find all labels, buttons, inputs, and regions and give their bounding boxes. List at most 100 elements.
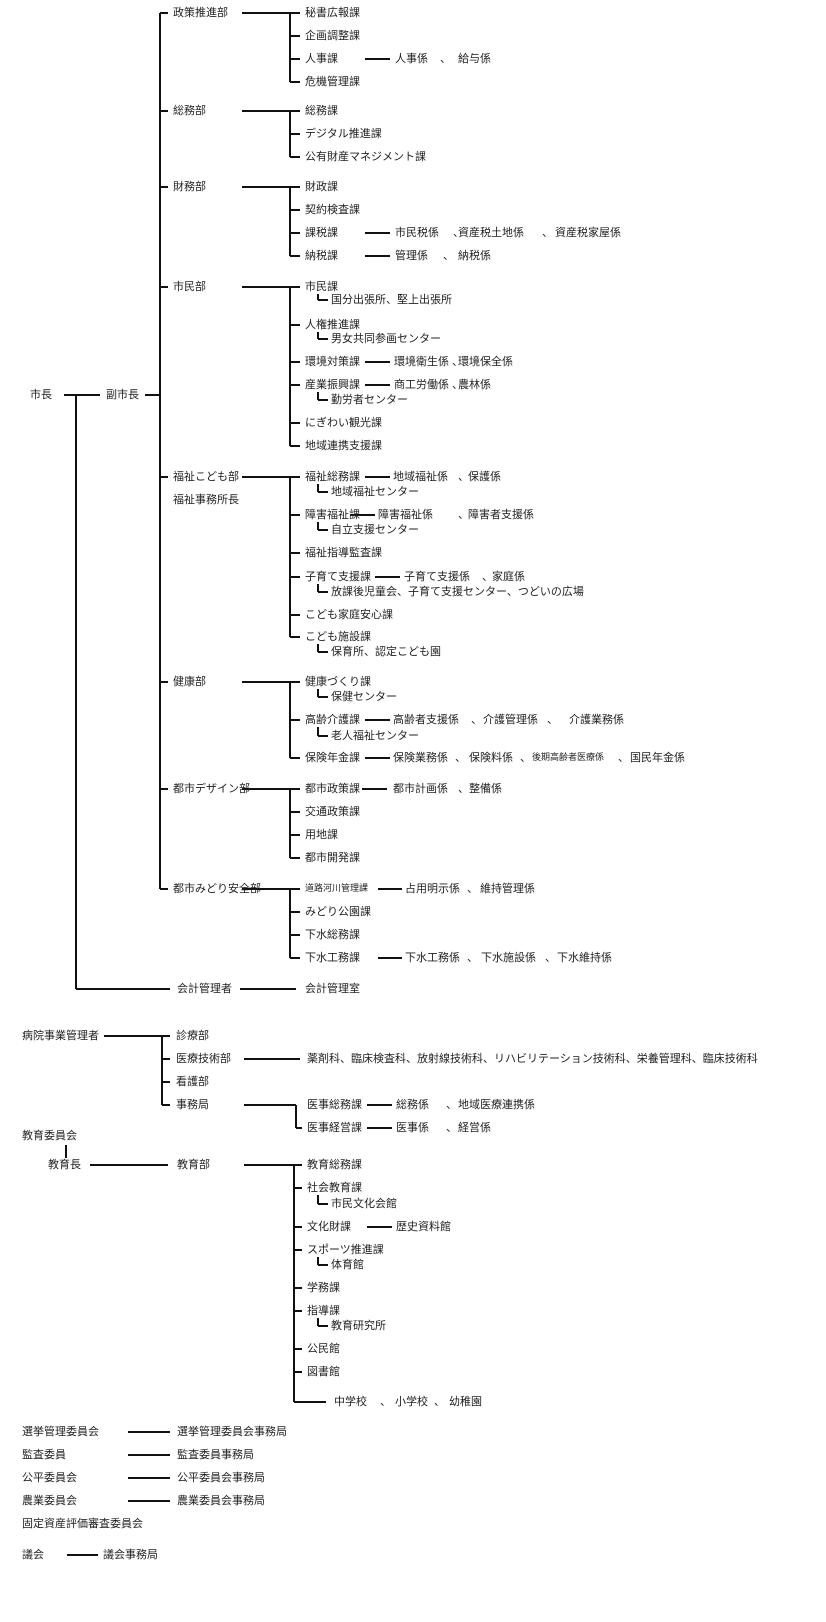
- facility-note: 国分出張所、堅上出張所: [331, 293, 452, 306]
- section-box: 環境対策課: [305, 355, 360, 368]
- mayor-box: 市長: [30, 388, 52, 401]
- department-box: 都市みどり安全部: [173, 882, 261, 895]
- education-facility: 教育研究所: [331, 1319, 386, 1332]
- education-section-box: スポーツ推進課: [307, 1243, 384, 1256]
- hospital-section-box: 医事総務課: [307, 1098, 362, 1111]
- unit-box: 都市計画係: [393, 782, 448, 795]
- facility-note: 勤労者センター: [331, 393, 408, 406]
- committee-box: 農業委員会: [22, 1494, 77, 1507]
- unit-separator: 、: [443, 249, 454, 262]
- unit-box: 介護管理係: [483, 713, 538, 726]
- section-box: みどり公園課: [305, 905, 371, 918]
- facility-note: 保健センター: [331, 690, 397, 703]
- committee-office-box: 農業委員会事務局: [177, 1494, 265, 1507]
- section-box: 用地課: [305, 828, 338, 841]
- section-box: 福祉総務課: [305, 470, 360, 483]
- unit-box: 地域医療連携係: [458, 1098, 535, 1111]
- unit-separator: 、: [440, 52, 451, 65]
- unit-separator: 、: [458, 782, 469, 795]
- unit-box: 医事係: [396, 1121, 429, 1134]
- assembly-box: 議会: [22, 1548, 44, 1561]
- unit-separator: 、: [471, 713, 482, 726]
- hospital-department-box: 診療部: [176, 1029, 209, 1042]
- section-box: 障害福祉課: [305, 508, 360, 521]
- education-section-box: 学務課: [307, 1281, 340, 1294]
- department-box: 総務部: [173, 104, 206, 117]
- unit-box: 障害者支援係: [468, 508, 534, 521]
- unit-separator: 、: [446, 1098, 457, 1111]
- school-box: 中学校: [334, 1395, 367, 1408]
- section-box: 人事課: [305, 52, 338, 65]
- department-box: 都市デザイン部: [173, 782, 250, 795]
- section-box: 都市開発課: [305, 851, 360, 864]
- unit-box: 高齢者支援係: [393, 713, 459, 726]
- section-box: にぎわい観光課: [305, 416, 382, 429]
- education-section-box: 図書館: [307, 1365, 340, 1378]
- unit-box: 後期高齢者医療係: [532, 753, 605, 763]
- superintendent-box: 教育長: [48, 1158, 81, 1171]
- unit-box: 商工労働係: [394, 378, 449, 391]
- section-box: 下水工務課: [305, 951, 360, 964]
- education-section-box: 指導課: [307, 1304, 340, 1317]
- committee-office-box: 公平委員会事務局: [177, 1471, 265, 1484]
- committee-office-box: 監査委員事務局: [177, 1448, 254, 1461]
- unit-box: 総務係: [396, 1098, 429, 1111]
- section-box: 秘書広報課: [305, 6, 360, 19]
- facility-note: 地域福祉センター: [331, 485, 419, 498]
- unit-separator: 、: [458, 470, 469, 483]
- unit-separator: 、: [434, 1395, 445, 1408]
- section-box: 納税課: [305, 249, 338, 262]
- unit-box: 国民年金係: [630, 751, 685, 764]
- hospital-department-box: 看護部: [176, 1075, 209, 1088]
- section-box: 課税課: [305, 226, 338, 239]
- facility-note: 男女共同参画センター: [331, 332, 441, 345]
- section-box: 契約検査課: [305, 203, 360, 216]
- section-box: 都市政策課: [305, 782, 360, 795]
- unit-box: 経営係: [458, 1121, 491, 1134]
- committee-box: 固定資産評価審査委員会: [22, 1517, 143, 1530]
- unit-box: 下水工務係: [405, 951, 460, 964]
- unit-box: 保険業務係: [393, 751, 448, 764]
- unit-box: 環境保全係: [458, 355, 513, 368]
- unit-box: 下水施設係: [481, 951, 536, 964]
- unit-separator: 、: [482, 570, 493, 583]
- unit-box: 資産税家屋係: [555, 226, 621, 239]
- committee-box: 公平委員会: [22, 1471, 77, 1484]
- section-box: 財政課: [305, 180, 338, 193]
- committee-box: 監査委員: [22, 1448, 66, 1461]
- facility-note: 放課後児童会、子育て支援センター、つどいの広場: [331, 585, 584, 598]
- deputy-mayor-box: 副市長: [106, 388, 139, 401]
- section-box: 総務課: [305, 104, 338, 117]
- unit-box: 整備係: [469, 782, 502, 795]
- unit-box: 市民税係: [395, 226, 439, 239]
- unit-separator: 、: [452, 355, 463, 368]
- department-box: 財務部: [173, 180, 206, 193]
- unit-box: 管理係: [395, 249, 428, 262]
- committee-box: 選挙管理委員会: [22, 1425, 99, 1438]
- section-box: 道路河川管理課: [305, 884, 369, 894]
- hospital-manager-box: 病院事業管理者: [22, 1029, 99, 1042]
- unit-separator: 、: [467, 882, 478, 895]
- department-box: 福祉こども部: [173, 470, 239, 483]
- unit-box: 介護業務係: [569, 713, 624, 726]
- unit-box: 下水維持係: [557, 951, 612, 964]
- department-box: 政策推進部: [173, 6, 228, 19]
- unit-separator: 、: [547, 713, 558, 726]
- unit-separator: 、: [542, 226, 553, 239]
- unit-box: 環境衛生係: [394, 355, 449, 368]
- facility-note: 自立支援センター: [331, 523, 419, 536]
- committee-office-box: 選挙管理委員会事務局: [177, 1425, 287, 1438]
- unit-separator: 、: [458, 508, 469, 521]
- unit-separator: 、: [520, 751, 531, 764]
- unit-box: 障害福祉係: [378, 508, 433, 521]
- department-box: 市民部: [173, 280, 206, 293]
- unit-box: 資産税土地係: [458, 226, 524, 239]
- education-section-box: 公民館: [307, 1342, 340, 1355]
- education-board-box: 教育委員会: [22, 1129, 77, 1142]
- unit-separator: 、: [453, 226, 464, 239]
- assembly-office-box: 議会事務局: [103, 1548, 158, 1561]
- hospital-department-box: 事務局: [176, 1098, 209, 1111]
- section-box: 人権推進課: [305, 318, 360, 331]
